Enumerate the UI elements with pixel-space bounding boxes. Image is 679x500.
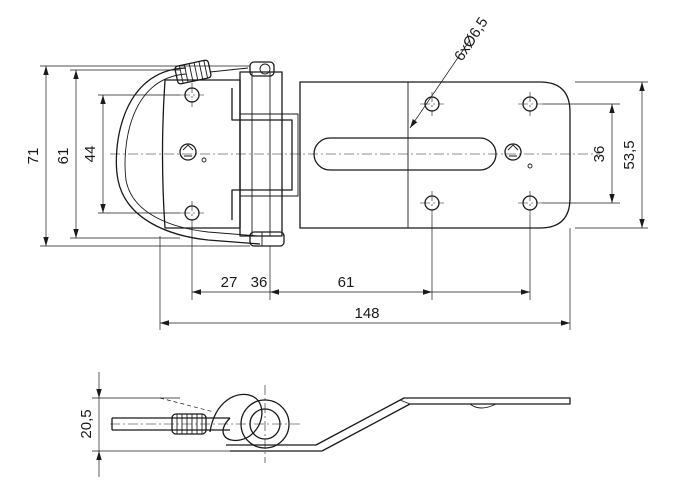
hasp-plate <box>299 81 571 229</box>
hole-right-bottom <box>518 191 542 215</box>
hole-callout-leader <box>409 39 471 129</box>
spring-wire-inner <box>124 73 259 237</box>
dim-text-53-5: 53,5 <box>621 140 638 169</box>
side-plate-profile <box>226 397 571 452</box>
spring-arm <box>209 67 249 73</box>
side-knuckle-inner <box>249 408 281 440</box>
hole-mid-bottom <box>420 191 444 215</box>
dim-text-44: 44 <box>82 146 99 163</box>
hasp-tongue <box>231 88 293 220</box>
dim-text-71: 71 <box>25 148 42 165</box>
spring-coil <box>174 59 212 85</box>
dim-text-61-bottom: 61 <box>338 274 355 291</box>
spring-wire <box>115 67 261 245</box>
hole-callout-text: 6xØ6,5 <box>451 14 492 64</box>
side-hasp-step <box>399 399 497 409</box>
hasp-tongue-inner <box>239 96 299 212</box>
side-wire-loop <box>209 393 263 442</box>
hole-left-bottom <box>180 201 204 225</box>
rivet-right <box>504 143 533 169</box>
dim-text-36-right: 36 <box>591 146 608 163</box>
dim-text-148: 148 <box>354 305 379 322</box>
pin-top-ring <box>259 63 271 75</box>
dim-text-27: 27 <box>221 274 238 291</box>
top-view: 71 61 44 36 53,5 27 36 61 148 6xØ6,5 <box>25 14 648 330</box>
rivet-left <box>179 143 207 163</box>
dim-text-36-bottom: 36 <box>251 274 268 291</box>
pin-bottom <box>249 231 285 247</box>
hole-right-top <box>518 92 542 116</box>
slot <box>313 137 497 171</box>
hinge-plate <box>161 79 241 229</box>
side-view: 20,5 <box>78 372 571 477</box>
mounting-holes <box>180 83 542 225</box>
dim-text-61-left: 61 <box>55 148 72 165</box>
side-knuckle-outer <box>240 399 290 449</box>
dim-text-20-5: 20,5 <box>78 409 95 438</box>
hole-left-top <box>180 83 204 107</box>
pin-top <box>249 61 275 77</box>
side-spring-coil <box>171 413 207 435</box>
side-spring-arm <box>159 397 215 413</box>
